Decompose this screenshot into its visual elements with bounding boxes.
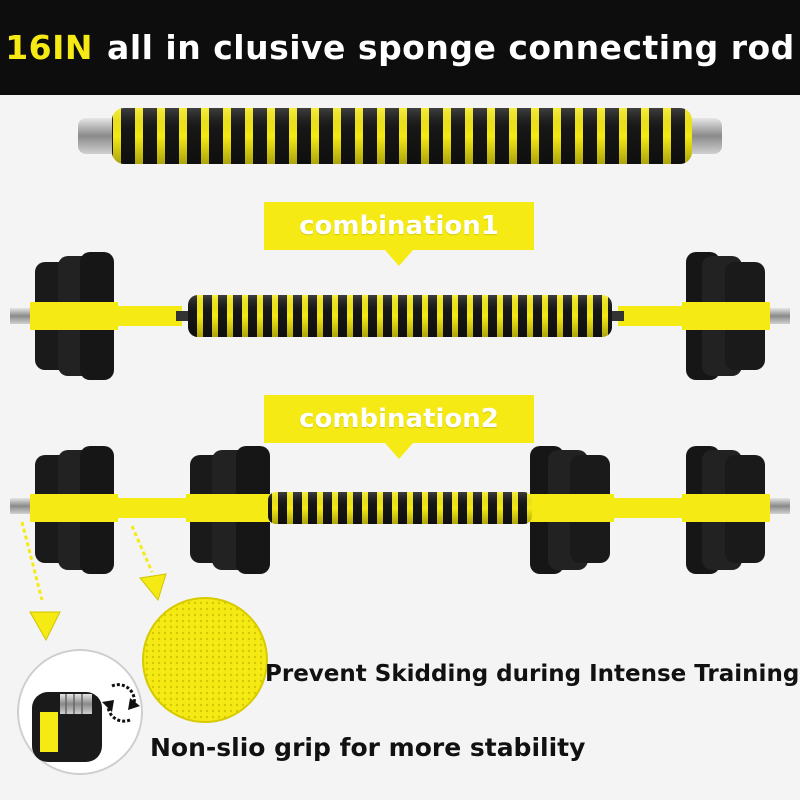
skid-caption: Prevent Skidding during Intense Training [265, 661, 800, 687]
header-highlight: 16IN [5, 28, 94, 67]
rotate-arrows-icon [102, 683, 140, 723]
product-scene: combination1 combination2 Prevent Skiddi… [0, 95, 800, 800]
dumbbell-illustration [10, 108, 790, 775]
combination2-text: combination2 [299, 404, 499, 434]
combination1-barbell [10, 252, 790, 380]
end-cap-closeup [17, 649, 143, 775]
combination2-barbell [10, 446, 790, 574]
header-banner: 16IN all in clusive sponge connecting ro… [0, 0, 800, 95]
header-title: all in clusive sponge connecting rod [107, 28, 795, 67]
combination1-text: combination1 [299, 211, 499, 241]
arrow-down-icon [20, 521, 167, 642]
grip-texture-closeup [142, 597, 268, 723]
combination2-label: combination2 [264, 395, 534, 459]
sponge-connecting-rod [78, 108, 722, 164]
combination1-label: combination1 [264, 202, 534, 266]
grip-caption: Non-slio grip for more stability [150, 733, 586, 762]
